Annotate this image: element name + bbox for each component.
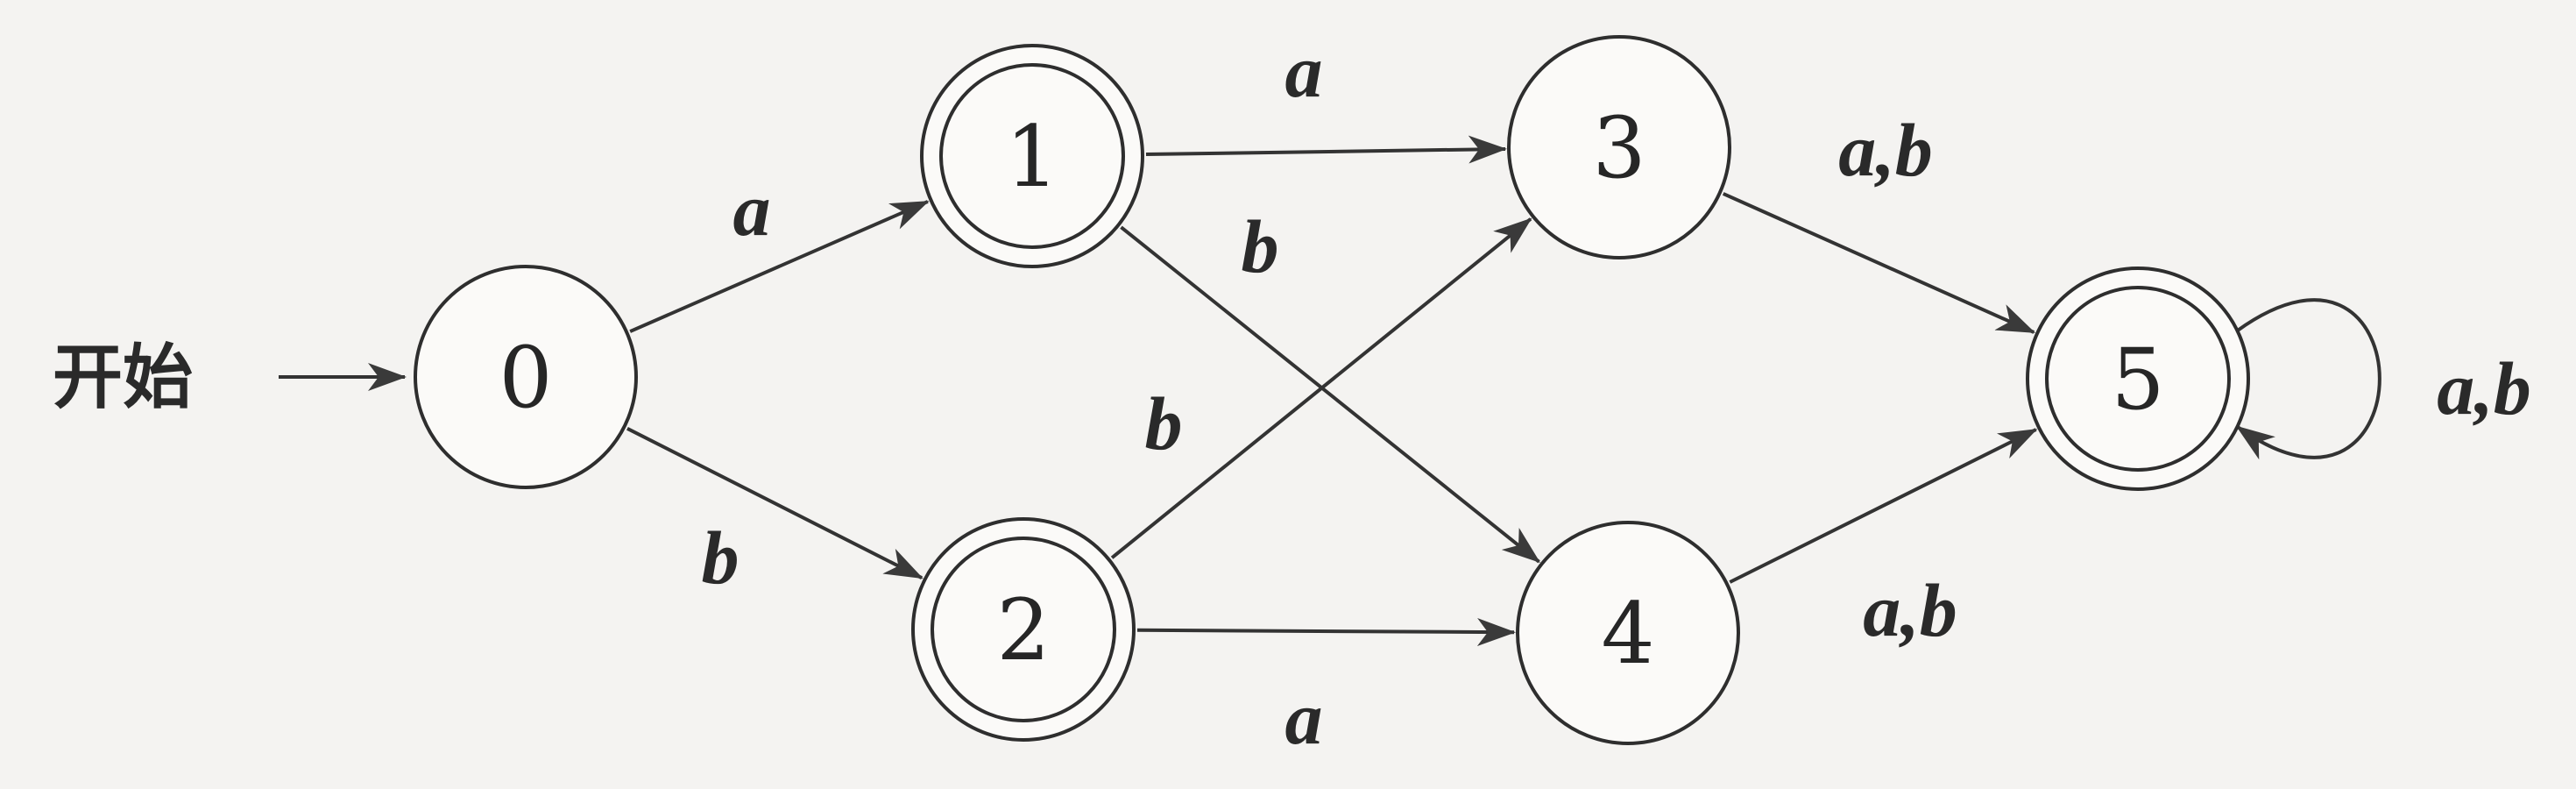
state-label-4: 4 [1601, 585, 1654, 683]
state-circle-0 [414, 265, 638, 489]
edge-label-4-5: a,b [1863, 568, 1957, 652]
transition-0-1: a [629, 167, 930, 333]
state-circle-5 [2026, 267, 2250, 491]
transition-4-5: a,b [1729, 428, 2038, 652]
edge-line-2-3 [1110, 217, 1532, 559]
transition-1-4: b [1120, 204, 1541, 564]
state-label-2: 2 [996, 581, 1050, 679]
edge-line-4-5 [1729, 428, 2038, 584]
start-label: 开始 [53, 337, 193, 418]
state-0: 0 [414, 265, 638, 489]
edge-line-0-2 [626, 427, 924, 579]
state-label-3: 3 [1592, 99, 1645, 197]
state-4: 4 [1516, 521, 1740, 745]
edge-line-2-4 [1136, 618, 1517, 647]
edge-line-3-5 [1722, 192, 2036, 334]
state-circle-3 [1507, 35, 1731, 259]
edge-label-2-3: b [1145, 381, 1183, 466]
transition-2-4: a [1136, 618, 1517, 760]
edge-label-1-4: b [1242, 204, 1279, 288]
edge-line-0-1 [629, 200, 930, 333]
state-3: 3 [1507, 35, 1731, 259]
transition-2-3: b [1110, 217, 1532, 559]
state-label-1: 1 [1005, 108, 1058, 206]
state-label-5: 5 [2111, 331, 2164, 429]
edge-label-0-2: b [702, 515, 740, 600]
state-5: 5 [2026, 267, 2250, 491]
edge-label-0-1: a [733, 167, 771, 252]
state-1: 1 [920, 44, 1144, 268]
state-2: 2 [911, 517, 1136, 742]
states-layer: 0 1 2 3 4 5 [414, 35, 2250, 745]
state-circle-1 [920, 44, 1144, 268]
state-circle-4 [1516, 521, 1740, 745]
accepting-ring-1 [939, 63, 1125, 249]
edge-label-2-4: a [1285, 676, 1323, 760]
edge-label-5-5: a,b [2437, 346, 2531, 430]
transition-1-3: a [1145, 29, 1508, 164]
edge-line-1-3 [1145, 135, 1508, 164]
transition-3-5: a,b [1722, 108, 2036, 334]
state-circle-2 [911, 517, 1136, 742]
start-marker: 开始 [53, 337, 407, 418]
edges-layer: a b a b b a a,b a,b a,b [626, 29, 2531, 760]
state-label-0: 0 [499, 329, 552, 427]
self-loop-5 [2235, 298, 2381, 460]
accepting-ring-5 [2045, 286, 2231, 472]
edge-label-1-3: a [1285, 29, 1323, 113]
accepting-ring-2 [931, 537, 1116, 722]
transition-0-2: b [626, 427, 924, 600]
edge-line-1-4 [1120, 225, 1541, 564]
transition-5-5: a,b [2235, 298, 2531, 460]
edge-label-3-5: a,b [1838, 108, 1933, 192]
